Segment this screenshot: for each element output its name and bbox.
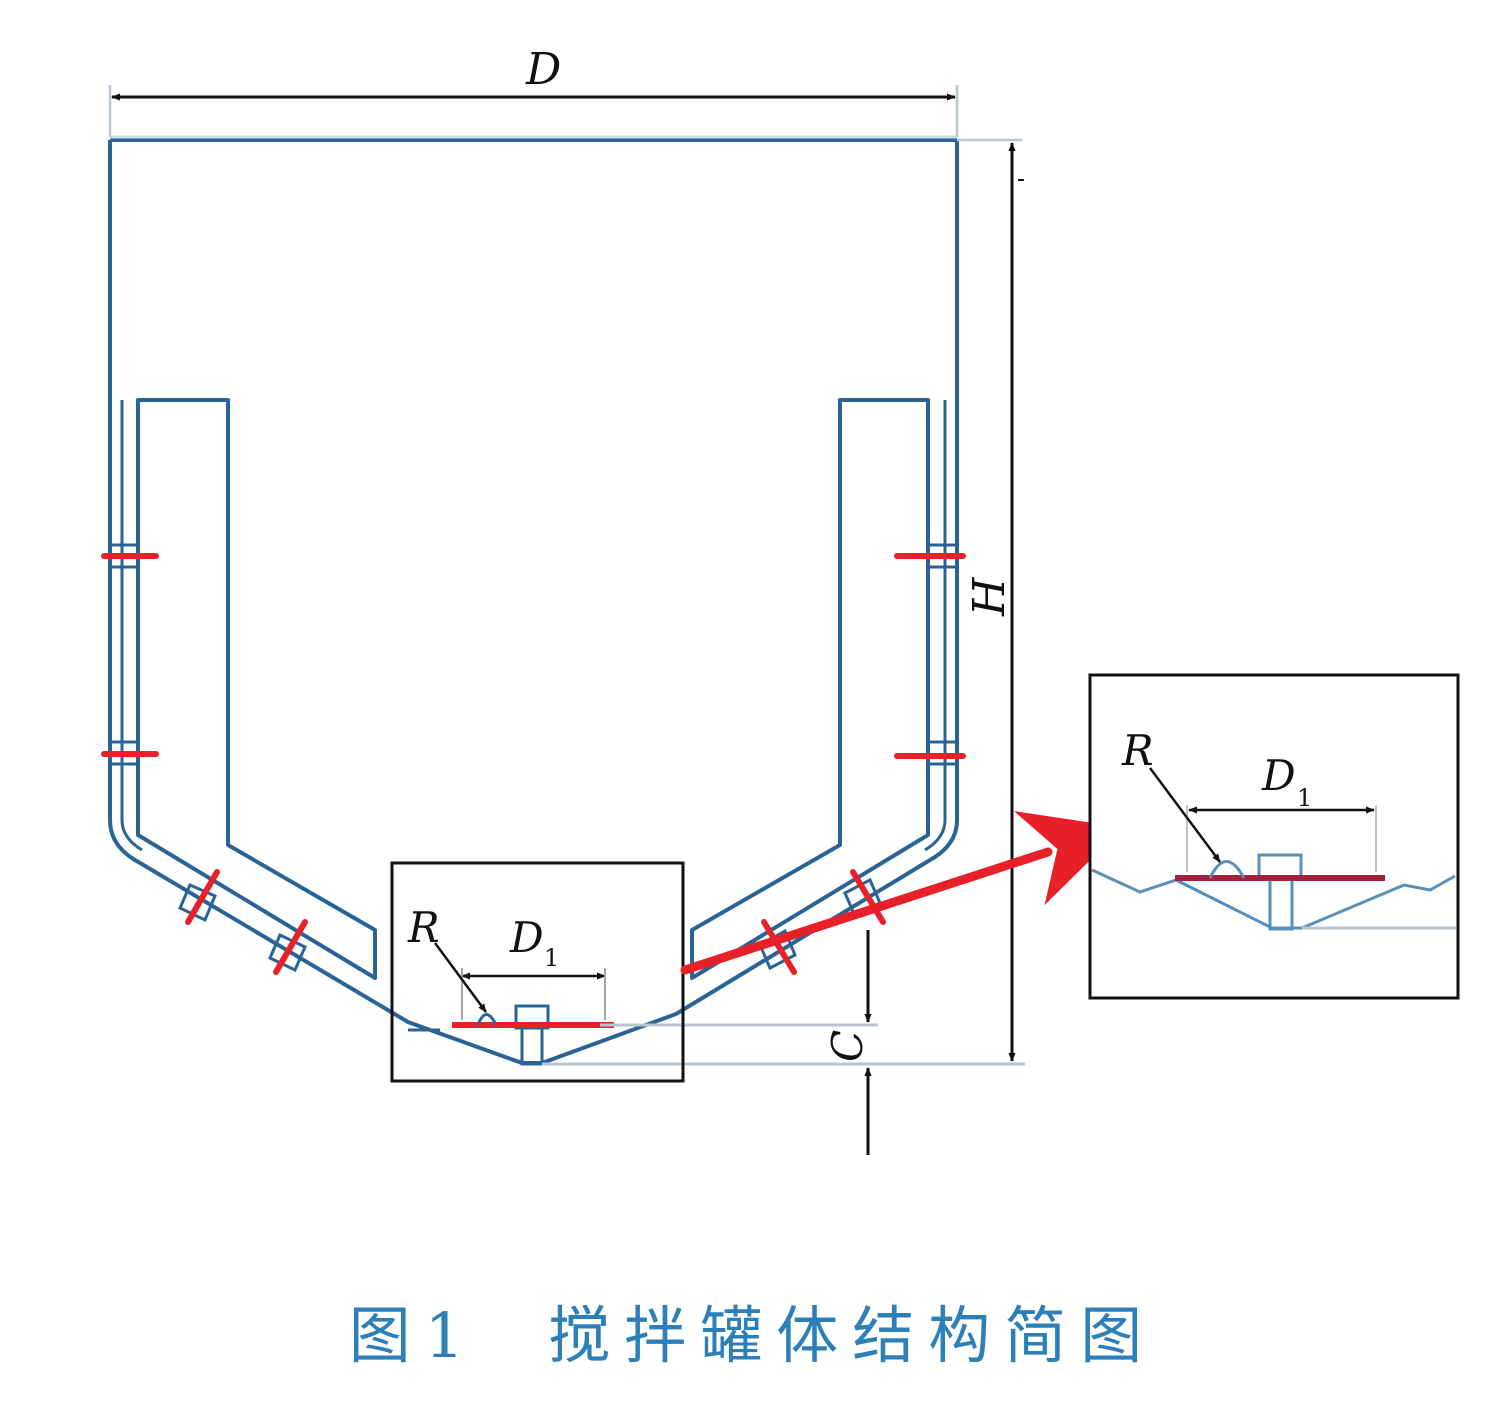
radius-label-zoom: R	[1121, 726, 1154, 775]
d1-subscript-zoom: 1	[1297, 784, 1312, 812]
d1-label-zoom: D	[1261, 751, 1296, 800]
left-baffle	[136, 398, 377, 980]
right-baffle	[690, 398, 930, 980]
clearance-label: C	[823, 1030, 872, 1062]
d1-subscript-main: 1	[544, 944, 559, 972]
figure-title: 搅拌罐体结构简图	[548, 1299, 1157, 1372]
baffle-supports	[108, 543, 959, 973]
height-dimension	[957, 138, 1024, 1062]
radius-label-main: R	[407, 903, 440, 952]
impeller-main	[452, 1004, 1025, 1066]
callout-arrow	[680, 811, 1124, 975]
figure-caption: 图1 搅拌罐体结构简图	[0, 1290, 1505, 1372]
detail-frame-main	[390, 861, 685, 1083]
figure-number: 图1	[348, 1299, 479, 1372]
d1-dimension-main	[433, 942, 606, 1020]
d1-label-main: D	[509, 913, 544, 962]
diameter-dimension	[108, 85, 959, 137]
height-label: H	[964, 576, 1015, 617]
baffle-marks	[101, 553, 966, 975]
detail-box-zoom	[1088, 673, 1460, 1000]
diameter-label: D	[525, 44, 561, 95]
